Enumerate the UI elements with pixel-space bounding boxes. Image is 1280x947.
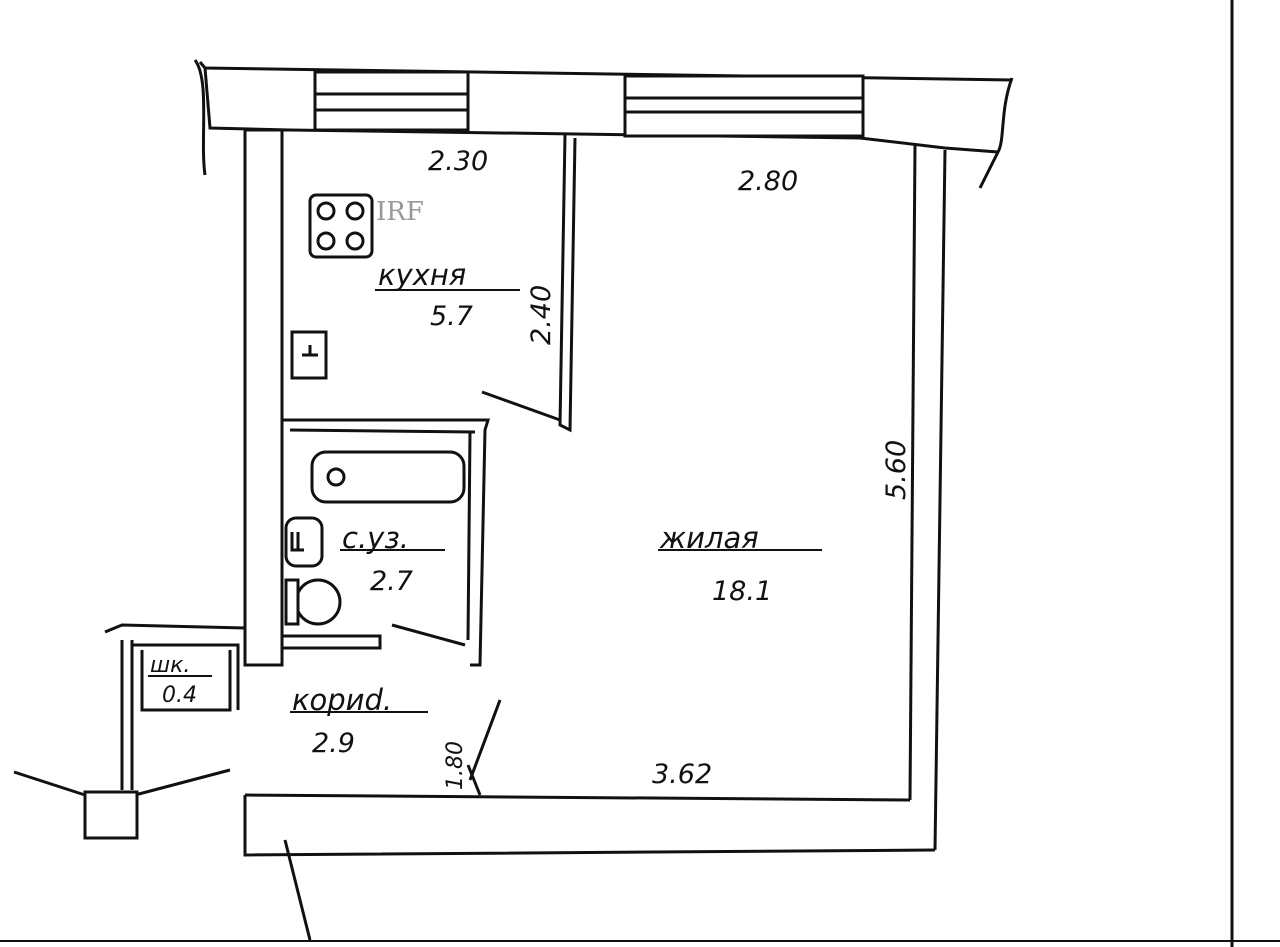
closet-walls xyxy=(13,623,246,840)
bathroom-area: 2.7 xyxy=(370,566,413,597)
toilet-icon xyxy=(284,578,342,626)
kitchen-partition xyxy=(481,134,577,433)
washbasin-icon xyxy=(284,516,324,568)
corridor-door xyxy=(466,699,502,796)
closet-label: шк. xyxy=(150,653,190,678)
closet-area: 0.4 xyxy=(162,683,197,708)
dim-living-height: 5.60 xyxy=(881,440,912,500)
right-wall xyxy=(908,144,947,851)
living-area: 18.1 xyxy=(712,576,772,607)
bathtub-icon xyxy=(310,450,466,504)
sink-icon xyxy=(290,330,328,380)
window-kitchen xyxy=(313,70,470,132)
stove-icon xyxy=(308,193,374,259)
kitchen-area: 5.7 xyxy=(430,301,473,332)
dim-living-width-top: 2.80 xyxy=(738,166,798,197)
left-wall xyxy=(243,128,290,667)
dim-living-width-bottom: 3.62 xyxy=(652,759,712,790)
corridor-area: 2.9 xyxy=(312,728,355,759)
top-exterior-wall xyxy=(193,59,1014,189)
bathroom-walls xyxy=(282,418,491,667)
window-living xyxy=(623,74,865,138)
dim-door-width: 1.80 xyxy=(443,741,468,790)
bottom-wall xyxy=(243,793,936,941)
kitchen-label: кухня xyxy=(378,258,466,292)
dim-kitchen-width: 2.30 xyxy=(428,146,488,177)
watermark: IRF xyxy=(376,197,424,227)
dim-kitchen-height: 2.40 xyxy=(526,285,557,345)
